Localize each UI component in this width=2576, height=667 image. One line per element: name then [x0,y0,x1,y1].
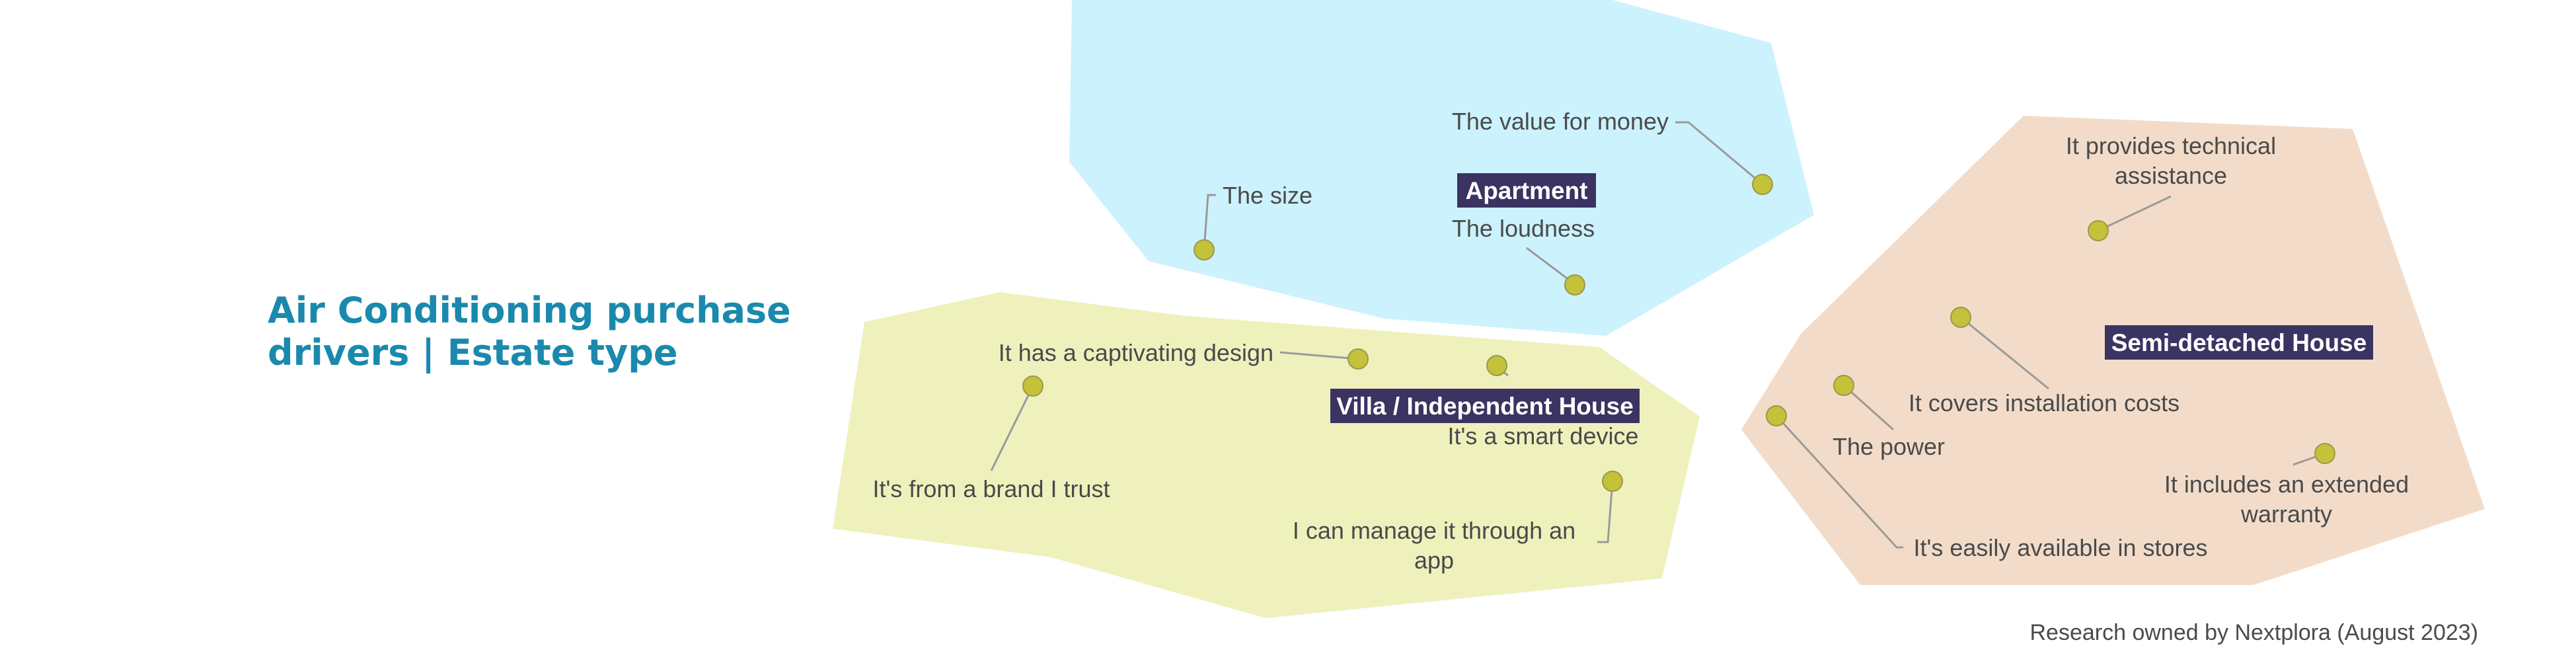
marker-value-for-money [1752,174,1773,195]
leader-lines [990,121,2326,549]
driver-technical-assistance-line1: It provides technical [2066,132,2276,159]
leader-installation-costs [1960,316,2049,390]
apartment-zone [1069,0,1814,336]
driver-value-for-money: The value for money [1452,108,1669,135]
villa-label-box [1330,389,1640,423]
driver-available-stores: It's easily available in stores [1913,534,2207,561]
driver-captivating-design: It has a captivating design [999,339,1273,366]
driver-loudness: The loudness [1452,215,1595,242]
marker-technical-assistance [2088,220,2109,241]
driver-smart-device: It's a smart device [1448,422,1639,450]
apartment-label-box [1457,173,1596,208]
marker-loudness [1564,274,1585,295]
marker-installation-costs [1950,307,1971,328]
research-credit: Research owned by Nextplora (August 2023… [2029,620,2479,645]
leader-value-for-money [1675,121,1763,186]
driver-size: The size [1223,182,1312,209]
semi-detached-label: Semi-detached House [2111,329,2367,356]
driver-technical-assistance-line2: assistance [2115,162,2227,189]
marker-size [1193,239,1215,260]
driver-brand-trust: It's from a brand I trust [873,475,1110,502]
leader-manage-app [1597,481,1614,543]
leader-brand-trust [990,385,1034,471]
title-line-2: drivers | Estate type [268,332,678,373]
marker-captivating-design [1347,348,1369,370]
marker-brand-trust [1022,375,1043,397]
title-line-1: Air Conditioning purchase [268,290,791,331]
leader-captivating-design [1279,351,1359,360]
leader-power [1843,384,1894,431]
marker-smart-device [1486,355,1507,376]
leader-available-stores [1775,414,1903,549]
leader-size [1203,194,1216,251]
leader-technical-assistance [2098,195,2172,232]
villa-zone [833,292,1700,618]
apartment-label: Apartment [1465,177,1587,204]
marker-available-stores [1766,405,1787,426]
driver-extended-warranty-line2: warranty [2240,500,2332,528]
semi-detached-label-box [2105,325,2373,360]
driver-manage-app-line2: app [1414,547,1454,574]
page-title: Air Conditioning purchase drivers | Esta… [268,290,791,374]
marker-extended-warranty [2314,443,2335,464]
marker-power [1833,375,1854,396]
driver-extended-warranty-line1: It includes an extended [2164,471,2409,498]
marker-manage-app [1602,471,1623,492]
markers [1022,174,2335,492]
driver-installation-costs: It covers installation costs [1909,389,2179,416]
villa-label: Villa / Independent House [1336,393,1634,420]
driver-power: The power [1833,433,1945,460]
driver-manage-app-line1: I can manage it through an [1293,517,1575,544]
